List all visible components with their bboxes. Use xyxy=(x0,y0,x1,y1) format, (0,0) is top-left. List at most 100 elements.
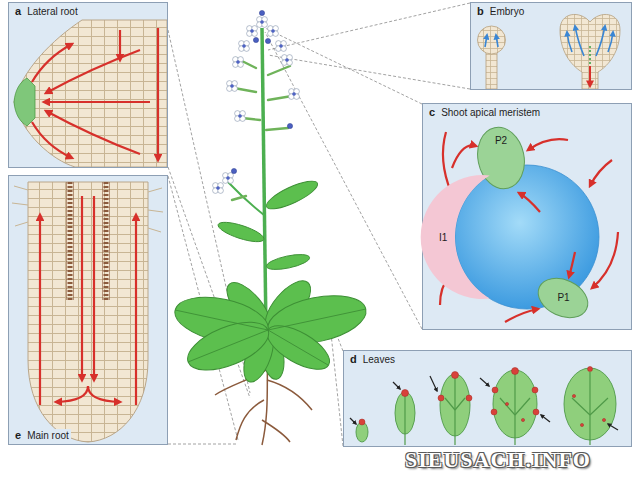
plant xyxy=(287,123,292,128)
meristem xyxy=(592,232,618,288)
plant xyxy=(276,41,287,52)
plant xyxy=(289,89,300,100)
panel-letter: c xyxy=(427,106,437,119)
leaf-series xyxy=(491,409,497,415)
figure-panel: bEmbryo xyxy=(470,2,632,90)
main-root xyxy=(15,222,28,226)
panel-ground xyxy=(343,350,632,447)
panel-heading: dLeaves xyxy=(348,353,397,366)
plant xyxy=(228,182,264,215)
meristem xyxy=(519,193,540,212)
plant xyxy=(171,10,371,445)
main-root xyxy=(12,203,28,205)
lateral-root xyxy=(32,44,72,82)
lateral-root xyxy=(14,20,167,167)
plant xyxy=(257,17,268,28)
panel-title: Leaves xyxy=(361,353,397,366)
meristem xyxy=(590,160,612,186)
embryo xyxy=(485,35,487,47)
plant xyxy=(247,26,258,37)
leaf-series xyxy=(608,424,618,430)
meristem xyxy=(505,309,538,322)
main-root xyxy=(28,182,148,442)
leaf-series xyxy=(533,409,539,415)
primordium-shape: P1 xyxy=(535,276,592,320)
figure-panel: eMain root xyxy=(8,175,168,445)
panel-heading: eMain root xyxy=(13,429,71,442)
main-root xyxy=(39,215,41,405)
embryo xyxy=(485,35,498,47)
plant xyxy=(268,309,366,330)
embryo xyxy=(575,26,584,56)
leaf-series xyxy=(405,372,608,445)
main-root xyxy=(88,386,120,402)
lateral-root xyxy=(46,111,140,154)
dashed-leader xyxy=(268,55,470,89)
plant xyxy=(175,310,268,330)
plant xyxy=(239,41,250,52)
primordium-label: P1 xyxy=(557,292,569,304)
leaf-series xyxy=(452,372,459,379)
leaf-series xyxy=(404,396,405,445)
shape-label-holder: P1 xyxy=(535,276,592,320)
lateral-root xyxy=(157,28,159,160)
main-root xyxy=(40,196,136,405)
leaf-series xyxy=(541,415,550,422)
leaf-series xyxy=(521,418,524,421)
panel-letter: a xyxy=(13,5,23,18)
leaf-series xyxy=(454,378,455,445)
leaf-series xyxy=(500,398,530,415)
plant xyxy=(266,128,288,130)
plant xyxy=(259,10,264,15)
plant xyxy=(231,168,236,173)
embryo xyxy=(567,32,572,52)
plant xyxy=(253,37,258,42)
plant xyxy=(171,274,371,386)
dashed-leader xyxy=(265,28,422,104)
shape-label-holder: P2 xyxy=(474,125,528,192)
primordium-label: P2 xyxy=(495,135,507,147)
plant xyxy=(267,380,312,410)
shape-label-holder: I1 xyxy=(433,173,493,303)
plant xyxy=(262,28,266,332)
panel-letter: e xyxy=(13,429,23,442)
plant xyxy=(227,81,238,92)
leaf-series xyxy=(589,372,590,445)
dashed-leader xyxy=(268,3,470,50)
panel-heading: bEmbryo xyxy=(475,5,526,18)
leaf-series xyxy=(588,367,593,372)
lateral-root xyxy=(46,50,140,93)
meristem xyxy=(528,139,568,150)
main-root xyxy=(148,210,163,212)
panel-title: Lateral root xyxy=(25,5,80,18)
plant xyxy=(181,312,275,379)
leaf-series xyxy=(445,398,465,410)
main-root xyxy=(93,196,95,380)
primordium-shape-fill xyxy=(472,123,530,193)
embryo xyxy=(486,52,497,89)
leaf-series xyxy=(505,402,508,405)
embryo xyxy=(589,44,591,64)
panel-ground xyxy=(8,175,168,445)
leaf-series xyxy=(572,398,608,415)
primordium-label: I1 xyxy=(439,232,447,244)
plant xyxy=(188,330,268,362)
dashed-leader xyxy=(330,324,343,446)
leaf-series xyxy=(512,368,519,375)
main-root xyxy=(81,196,83,380)
leaf-series xyxy=(580,423,583,426)
leaf-series xyxy=(359,367,606,427)
leaf-series xyxy=(514,374,515,445)
embryo xyxy=(478,14,621,89)
meristem xyxy=(443,132,451,192)
plant xyxy=(236,400,264,440)
plant xyxy=(268,66,290,75)
plant xyxy=(235,111,246,122)
plant xyxy=(263,176,321,214)
leaf-series xyxy=(350,418,356,424)
leaf-series xyxy=(359,419,365,425)
dashed-leader xyxy=(265,32,422,329)
leaf-series xyxy=(532,387,538,393)
